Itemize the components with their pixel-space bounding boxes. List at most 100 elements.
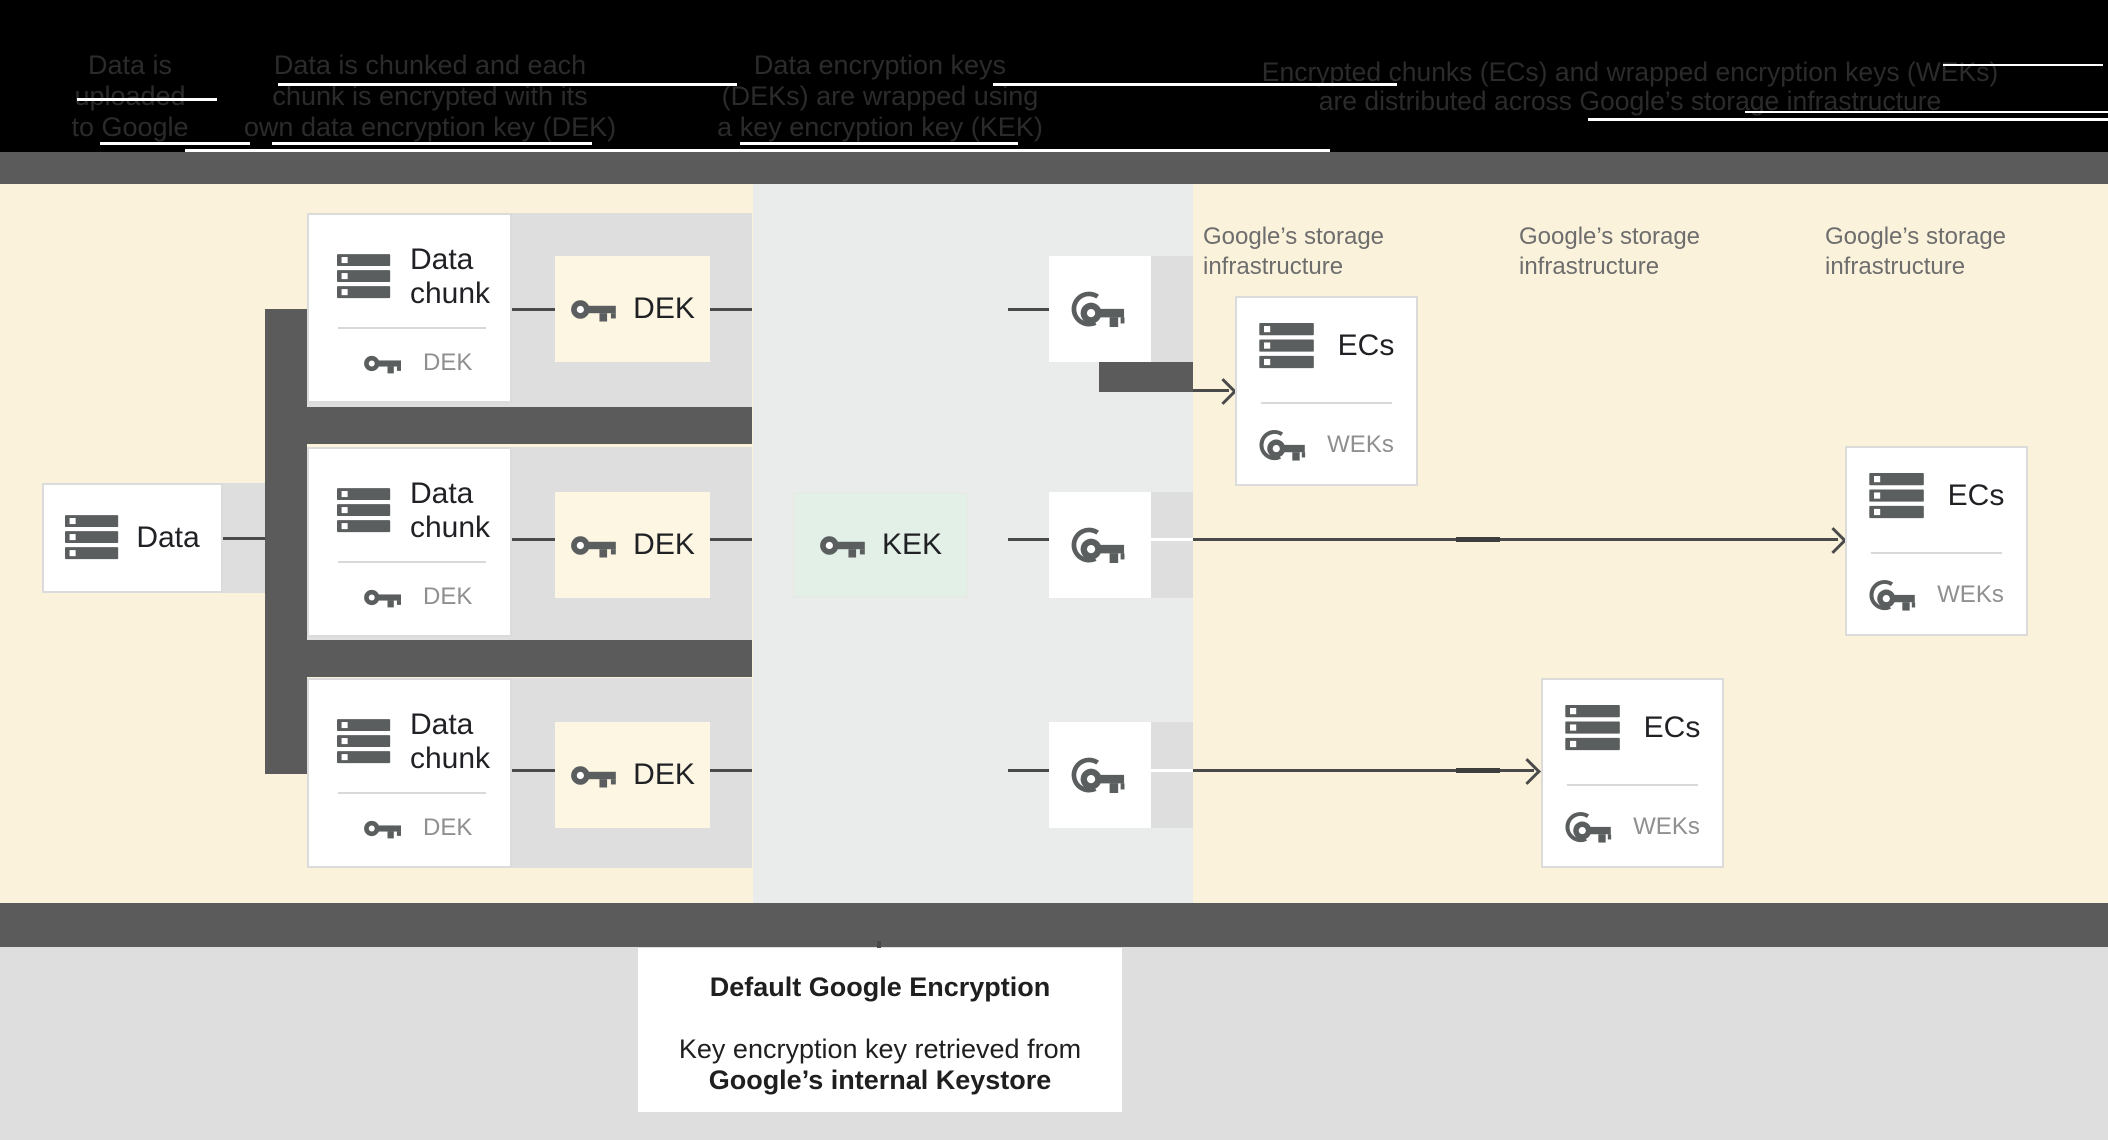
wrapped-key-box (1049, 722, 1151, 828)
header-line: are distributed across Google’s storage … (1318, 86, 1942, 116)
chunk-cross-bar (265, 407, 752, 444)
bottom-divider-bar (0, 903, 2108, 947)
wrapped-key-box (1049, 492, 1151, 598)
divider (338, 792, 486, 794)
connector (1151, 769, 1193, 772)
wrapped-key-icon (1071, 523, 1129, 567)
header-step-1: Data is uploaded to Google (71, 50, 188, 143)
header-underline (185, 149, 1330, 153)
wrap-elbow-bar (1099, 362, 1193, 392)
caption-line: Key encryption key retrieved from (678, 1034, 1082, 1064)
data-box: Data (42, 483, 223, 593)
storage-label-line: Google’s storage (1203, 223, 1385, 250)
dek-box: DEK (555, 256, 710, 362)
chunk-label: chunk (410, 742, 491, 775)
kek-label: KEK (881, 528, 943, 561)
dek-box: DEK (555, 722, 710, 828)
dek-label: DEK (633, 758, 695, 791)
key-lane (1151, 256, 1193, 362)
header-step-4: Encrypted chunks (ECs) and wrapped encry… (1262, 58, 1998, 116)
caption-connector-tick (877, 941, 881, 950)
connector (512, 769, 555, 772)
chunk-label: Data (410, 243, 474, 276)
data-stack-icon (337, 488, 392, 534)
header-step-3: Data encryption keys (DEKs) are wrapped … (717, 50, 1043, 143)
top-divider-bar (0, 152, 2108, 184)
weks-sublabel: WEKs (1937, 581, 2004, 608)
dek-box: DEK (555, 492, 710, 598)
storage-label-line: infrastructure (1203, 253, 1344, 280)
storage-infra-label: Google’s storage infrastructure (1519, 222, 1700, 282)
ecs-label: ECs (1947, 479, 2005, 512)
kek-box: KEK (793, 492, 968, 598)
connector (710, 769, 752, 772)
key-icon (819, 529, 867, 562)
connector (710, 308, 752, 311)
chunk-label: Data (410, 708, 474, 741)
divider (1871, 552, 2002, 554)
storage-label-line: Google’s storage (1825, 223, 2007, 250)
header-underline (1943, 64, 2103, 66)
header-line: Data encryption keys (753, 50, 1007, 80)
header-line: Data is chunked and each (273, 50, 587, 80)
key-lane (1151, 492, 1193, 598)
dek-label: DEK (633, 292, 695, 325)
header-line: uploaded (74, 81, 186, 111)
caption-line: Google’s internal Keystore (708, 1065, 1052, 1095)
data-stack-icon (1259, 323, 1316, 370)
connector (512, 308, 555, 311)
dek-label: DEK (633, 528, 695, 561)
data-stack-icon (1869, 473, 1926, 520)
data-stack-icon (1565, 705, 1622, 752)
chunk-label: chunk (410, 277, 491, 310)
dek-sublabel: DEK (423, 814, 473, 841)
caption-title: Default Google Encryption (709, 972, 1051, 1002)
ecs-box: ECs WEKs (1541, 678, 1724, 868)
chunk-label: Data (410, 477, 474, 510)
key-icon (363, 350, 403, 377)
header-underline (100, 142, 250, 145)
chunk-trunk (265, 309, 307, 774)
storage-label-line: Google’s storage (1519, 223, 1701, 250)
header-underline (278, 83, 737, 86)
header-line: (DEKs) are wrapped using (721, 81, 1039, 111)
caption-box: Default Google Encryption Key encryption… (638, 948, 1122, 1112)
key-icon (570, 293, 618, 326)
storage-infra-label: Google’s storage infrastructure (1203, 222, 1384, 282)
connector (1008, 308, 1049, 311)
wrapped-key-icon (1565, 808, 1615, 846)
header-line: Encrypted chunks (ECs) and wrapped encry… (1261, 57, 1999, 87)
header-line: own data encryption key (DEK) (243, 112, 617, 142)
connector (1193, 538, 1838, 541)
dek-sublabel: DEK (423, 349, 473, 376)
connector (1008, 538, 1049, 541)
key-icon (570, 759, 618, 792)
divider (338, 327, 486, 329)
weks-sublabel: WEKs (1327, 431, 1394, 458)
header-line: chunk is encrypted with its (272, 81, 588, 111)
wrapped-key-box (1049, 256, 1151, 362)
data-stack-icon (337, 254, 392, 300)
header-underline (272, 142, 592, 145)
connector-overlap (1456, 768, 1500, 773)
connector (710, 538, 752, 541)
dek-sublabel: DEK (423, 583, 473, 610)
header-step-2: Data is chunked and each chunk is encryp… (244, 50, 616, 143)
header-underline (993, 83, 1397, 86)
data-stack-icon (337, 719, 392, 765)
data-stack-icon (65, 515, 120, 561)
connector-overlap (1456, 537, 1500, 542)
wrapped-key-icon (1869, 576, 1919, 614)
connector (1008, 769, 1049, 772)
header-underline (77, 98, 217, 101)
key-icon (363, 815, 403, 842)
divider (1567, 784, 1698, 786)
header-line: to Google (71, 112, 189, 142)
connector (223, 537, 265, 540)
storage-label-line: infrastructure (1825, 253, 1966, 280)
storage-infra-label: Google’s storage infrastructure (1825, 222, 2006, 282)
